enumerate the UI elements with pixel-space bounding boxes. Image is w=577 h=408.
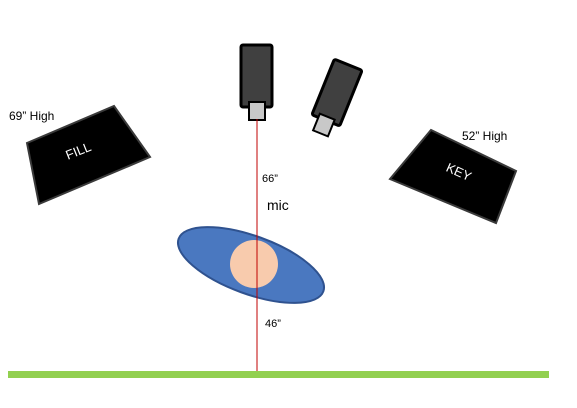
measurement-lower-label: 46” — [265, 318, 281, 330]
subject-head — [230, 240, 278, 288]
camera-angled-lens — [311, 112, 336, 138]
key-light-panel — [388, 128, 518, 225]
measurement-upper-label: 66” — [262, 173, 278, 185]
camera-center-lens — [248, 101, 266, 121]
camera-angled — [310, 58, 364, 138]
camera-center — [239, 43, 274, 121]
camera-center-body — [239, 43, 274, 109]
key-light: KEY — [388, 128, 518, 225]
fill-light-height: 69” High — [9, 109, 54, 123]
fill-light-panel — [25, 104, 152, 206]
fill-light: FILL — [25, 104, 152, 206]
mic-label: mic — [267, 197, 289, 213]
key-light-height: 52” High — [462, 129, 507, 143]
floor-line — [8, 371, 549, 378]
